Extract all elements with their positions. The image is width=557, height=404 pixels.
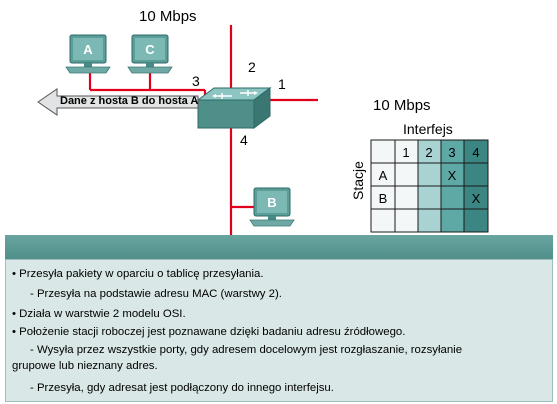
table-col-2: 2 [425,145,432,160]
data-flow-arrow [37,88,199,116]
network-diagram: A C B [37,8,489,240]
table-title: Interfejs [403,121,453,137]
data-flow-label: Dane z hosta B do hosta A [60,95,199,107]
table-col-3: 3 [448,145,455,160]
port-label-4: 4 [240,132,248,148]
host-c-computer-icon: C [127,34,173,74]
panel-header-bar [5,235,553,259]
right-speed-label: 10 Mbps [373,97,431,114]
table-cell-b4: X [472,191,481,206]
top-speed-label: 10 Mbps [139,8,197,25]
table-cell-a3: X [448,168,457,183]
panel-body: • Przesyła pakiety w oparciu o tablicę p… [5,259,553,402]
panel-line-6: grupowe lub nieznany adres. [12,360,158,372]
description-panel: • Przesyła pakiety w oparciu o tablicę p… [5,235,553,402]
panel-line-5: - Wysyła przez wszystkie porty, gdy adre… [30,344,463,356]
panel-line-7: - Przesyła, gdy adresat jest podłączony … [30,382,334,394]
panel-line-2: - Przesyła na podstawie adresu MAC (wars… [30,288,282,300]
panel-line-1: • Przesyła pakiety w oparciu o tablicę p… [12,268,264,280]
host-a-computer-icon: A [65,34,111,74]
table-row-b-label: B [379,191,388,206]
table-col-4: 4 [472,145,479,160]
port-label-2: 2 [248,59,256,75]
port-label-3: 3 [192,73,200,89]
table-col-1: 1 [402,145,409,160]
panel-line-3: • Działa w warstwie 2 modelu OSI. [12,308,186,320]
panel-line-4: • Położenie stacji roboczej jest poznawa… [12,326,406,338]
table-row-a-label: A [379,168,388,183]
port-label-1: 1 [278,76,286,92]
host-b-letter: B [267,195,276,210]
mac-address-table: 1 2 3 4 A B X X [370,139,489,233]
host-b-computer-icon: B [249,187,295,227]
table-side-label: Stacje [350,161,366,200]
switch-icon [196,87,272,129]
host-a-letter: A [83,42,93,57]
host-c-letter: C [145,42,155,57]
